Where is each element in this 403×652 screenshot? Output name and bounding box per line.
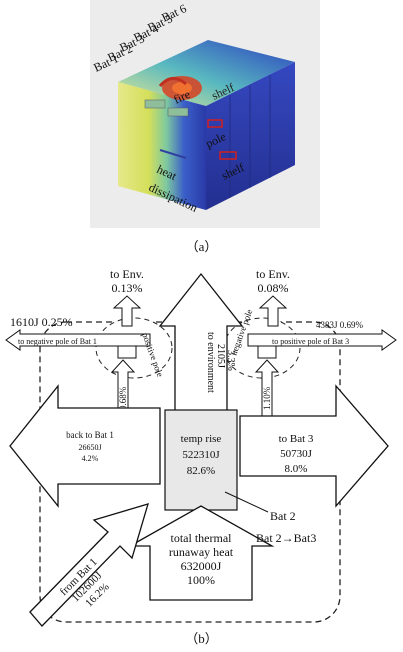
temp-rise-box bbox=[164, 409, 238, 511]
right-pole-value: 4383J 0.69% bbox=[316, 320, 364, 330]
caption-a: （a） bbox=[185, 239, 218, 254]
to-negative-pole-label: to negative pole of Bat 1 bbox=[18, 337, 97, 346]
left-pole-value: 1610J 0.25% bbox=[10, 315, 73, 329]
to-environment-value: 2105J bbox=[215, 344, 226, 368]
total-heat-label: total thermal bbox=[171, 531, 233, 545]
to-env-right-label: to Env. bbox=[256, 267, 290, 281]
back-to-bat1-arrow bbox=[9, 384, 161, 508]
to-environment-label: to environment bbox=[205, 332, 216, 393]
to-env-left-label: to Env. bbox=[110, 267, 144, 281]
to-env-right-value: 0.08% bbox=[258, 281, 289, 295]
to-bat3-label: to Bat 3 bbox=[279, 433, 314, 445]
total-heat-percent: 100% bbox=[187, 573, 215, 587]
caption-b: （b） bbox=[185, 631, 218, 646]
to-env-right-arrow bbox=[258, 295, 288, 327]
pole-marker bbox=[207, 119, 223, 128]
back-to-bat1-percent: 4.2% bbox=[82, 454, 99, 463]
energy-flow-diagram: to environment 2105J 3.3% to Env. 0.13% … bbox=[5, 267, 397, 627]
to-env-left-arrow bbox=[112, 295, 142, 327]
to-bat3-percent: 8.0% bbox=[285, 463, 308, 475]
bat2-label: Bat 2 bbox=[270, 509, 296, 523]
fire-label: fire bbox=[171, 87, 192, 107]
fire-arrow bbox=[158, 77, 187, 88]
to-bat3-value: 50730J bbox=[280, 448, 313, 460]
to-env-left-value: 0.13% bbox=[112, 281, 143, 295]
temp-rise-label: temp rise bbox=[181, 433, 222, 445]
total-heat-value: 632000J bbox=[181, 559, 222, 573]
to-environment-percent: 3.3% bbox=[225, 350, 236, 371]
right-pole-feed-arrow bbox=[254, 359, 280, 417]
shelf-marker bbox=[219, 151, 237, 160]
battery-module-render: Bat 1 Bat 2 Bat 3 Bat 4 Bat 5 Bat 6 fire… bbox=[90, 0, 320, 228]
total-heat-label2: runaway heat bbox=[169, 545, 234, 559]
to-bat3-arrow bbox=[239, 384, 389, 508]
to-positive-pole-label: to positive pole of Bat 3 bbox=[272, 337, 349, 346]
back-to-bat1-label: back to Bat 1 bbox=[66, 430, 114, 440]
temp-rise-value: 522310J bbox=[182, 449, 220, 461]
temp-rise-percent: 82.6% bbox=[187, 465, 215, 477]
right-small-value: 1.10% bbox=[262, 386, 272, 410]
from-bat1-arrow bbox=[29, 503, 149, 627]
bat2-to-bat3-label: Bat 2→Bat3 bbox=[256, 531, 316, 545]
heat-dissipation-arrow bbox=[159, 149, 187, 159]
back-to-bat1-value: 26650J bbox=[78, 443, 101, 452]
total-heat-arrow bbox=[127, 505, 275, 601]
left-small-value: 0.68% bbox=[118, 386, 128, 410]
